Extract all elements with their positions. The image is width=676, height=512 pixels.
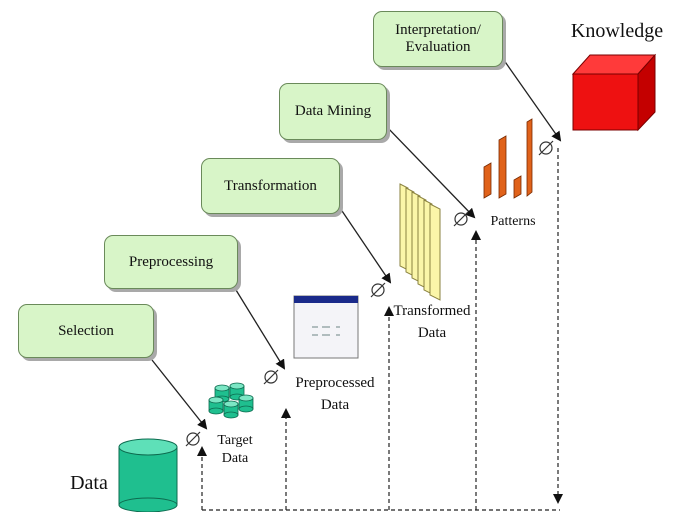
database-cylinder-icon	[118, 438, 178, 512]
step-selection: Selection	[18, 304, 154, 358]
step-connector-arrows	[151, 55, 562, 430]
step-preprocessing: Preprocessing	[104, 235, 238, 289]
feedback-dashed-lines	[197, 148, 563, 511]
label-target-data: Target Data	[217, 433, 253, 466]
interpretation-arrow	[500, 55, 562, 142]
knowledge-cube-icon	[571, 53, 657, 132]
label-transformed-data: Transformed Data	[393, 303, 471, 341]
transformed-data-pages-icon	[399, 183, 441, 301]
transformation-arrow	[337, 204, 392, 284]
step-interpretation-evaluation: Interpretation/ Evaluation	[373, 11, 503, 67]
preprocessing-arrow	[235, 289, 286, 370]
step-data-mining: Data Mining	[279, 83, 387, 140]
step-transformation: Transformation	[201, 158, 340, 214]
patterns-bars-icon	[483, 118, 533, 199]
preprocessed-data-window-icon	[293, 295, 359, 359]
selection-arrow	[151, 359, 208, 430]
label-knowledge: Knowledge	[570, 20, 664, 42]
label-preprocessed-data: Preprocessed Data	[295, 375, 375, 413]
target-data-cylinders-icon	[208, 382, 254, 419]
label-patterns: Patterns	[490, 214, 536, 229]
label-data: Data	[70, 472, 108, 494]
arrow-circle-icons	[185, 140, 554, 447]
data-mining-arrow	[384, 124, 476, 219]
